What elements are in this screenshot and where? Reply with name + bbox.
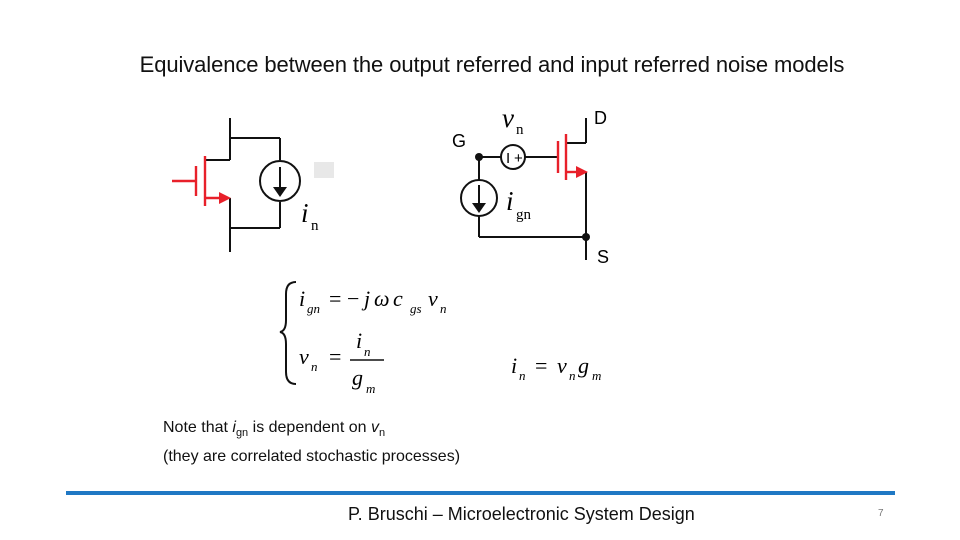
page-number: 7 [878,508,884,519]
placeholder-box [314,162,334,178]
eq1-v: v [428,286,438,311]
note-ign-sub: gn [235,427,249,440]
res-lhs-sub: n [519,368,526,383]
eq1-lhs-main: i [299,286,305,311]
footer-divider [66,491,895,495]
right-vn-source-circle [500,144,526,170]
left-transistor-model [206,118,301,252]
footer-text: P. Bruschi – Microelectronic System Desi… [348,504,695,524]
equation-result: i n = v n g m [511,353,601,383]
gate-label-G: G [452,131,466,151]
note-line-2: (they are correlated stochastic processe… [163,448,461,466]
eq2-lhs-main: v [299,344,309,369]
eq1-omega: ω [374,286,390,311]
source-label-S: S [597,247,609,267]
res-v: v [557,353,567,378]
note-line-1: Note that ign is dependent on vn [163,416,460,445]
vn-label-sub: n [516,122,524,138]
eq2-numerator-sub: n [364,344,371,359]
note-text-b: is dependent on [248,419,371,436]
res-v-sub: n [569,368,576,383]
right-vn-plus-sign: + [514,150,523,167]
right-transistor-model [460,118,587,260]
left-current-label-main: i [301,198,309,228]
right-current-arrow-head [472,203,486,213]
left-gate-red [172,156,224,206]
note-vn-main: v [370,419,379,436]
system-brace-icon [279,281,297,385]
vn-label-main: v [502,103,514,133]
ign-label-sub: gn [516,207,532,223]
eq2-equals: = [329,344,341,369]
res-g: g [578,353,589,378]
right-source-node-dot [582,233,590,241]
eq1-c-sub: gs [410,301,422,316]
note-text-a: Note that [163,419,233,436]
res-equals: = [535,353,547,378]
equation-2: v n = i n g m [299,328,384,396]
eq1-lhs-sub: gn [307,301,320,316]
eq1-j: j [361,286,370,311]
drain-label-D: D [594,108,607,128]
eq1-v-sub: n [440,301,447,316]
left-current-label-sub: n [311,218,319,234]
left-current-arrow-head [273,187,287,197]
note-ign-main: i [232,419,236,436]
right-vn-minus-sign: I [506,150,510,167]
left-current-source-circle [259,160,301,202]
eq2-denominator-main: g [352,365,363,390]
res-g-sub: m [592,368,601,383]
eq1-c: c [393,286,403,311]
eq2-lhs-sub: n [311,359,318,374]
right-gate-node-dot [475,153,483,161]
note-vn-sub: n [378,427,386,440]
equation-1: i gn = − j ω c gs v n [299,286,447,316]
left-source-arrow-icon [219,192,231,204]
res-lhs-main: i [511,353,517,378]
eq2-numerator-main: i [356,328,362,353]
right-source-arrow-icon [576,166,588,178]
ign-label-main: i [506,186,514,216]
eq1-equals: = [329,286,341,311]
slide-title: Equivalence between the output referred … [139,52,845,77]
eq1-minus: − [347,286,359,311]
eq2-denominator-sub: m [366,381,375,396]
correlation-note: Note that ign is dependent on vn (they a… [163,416,460,469]
